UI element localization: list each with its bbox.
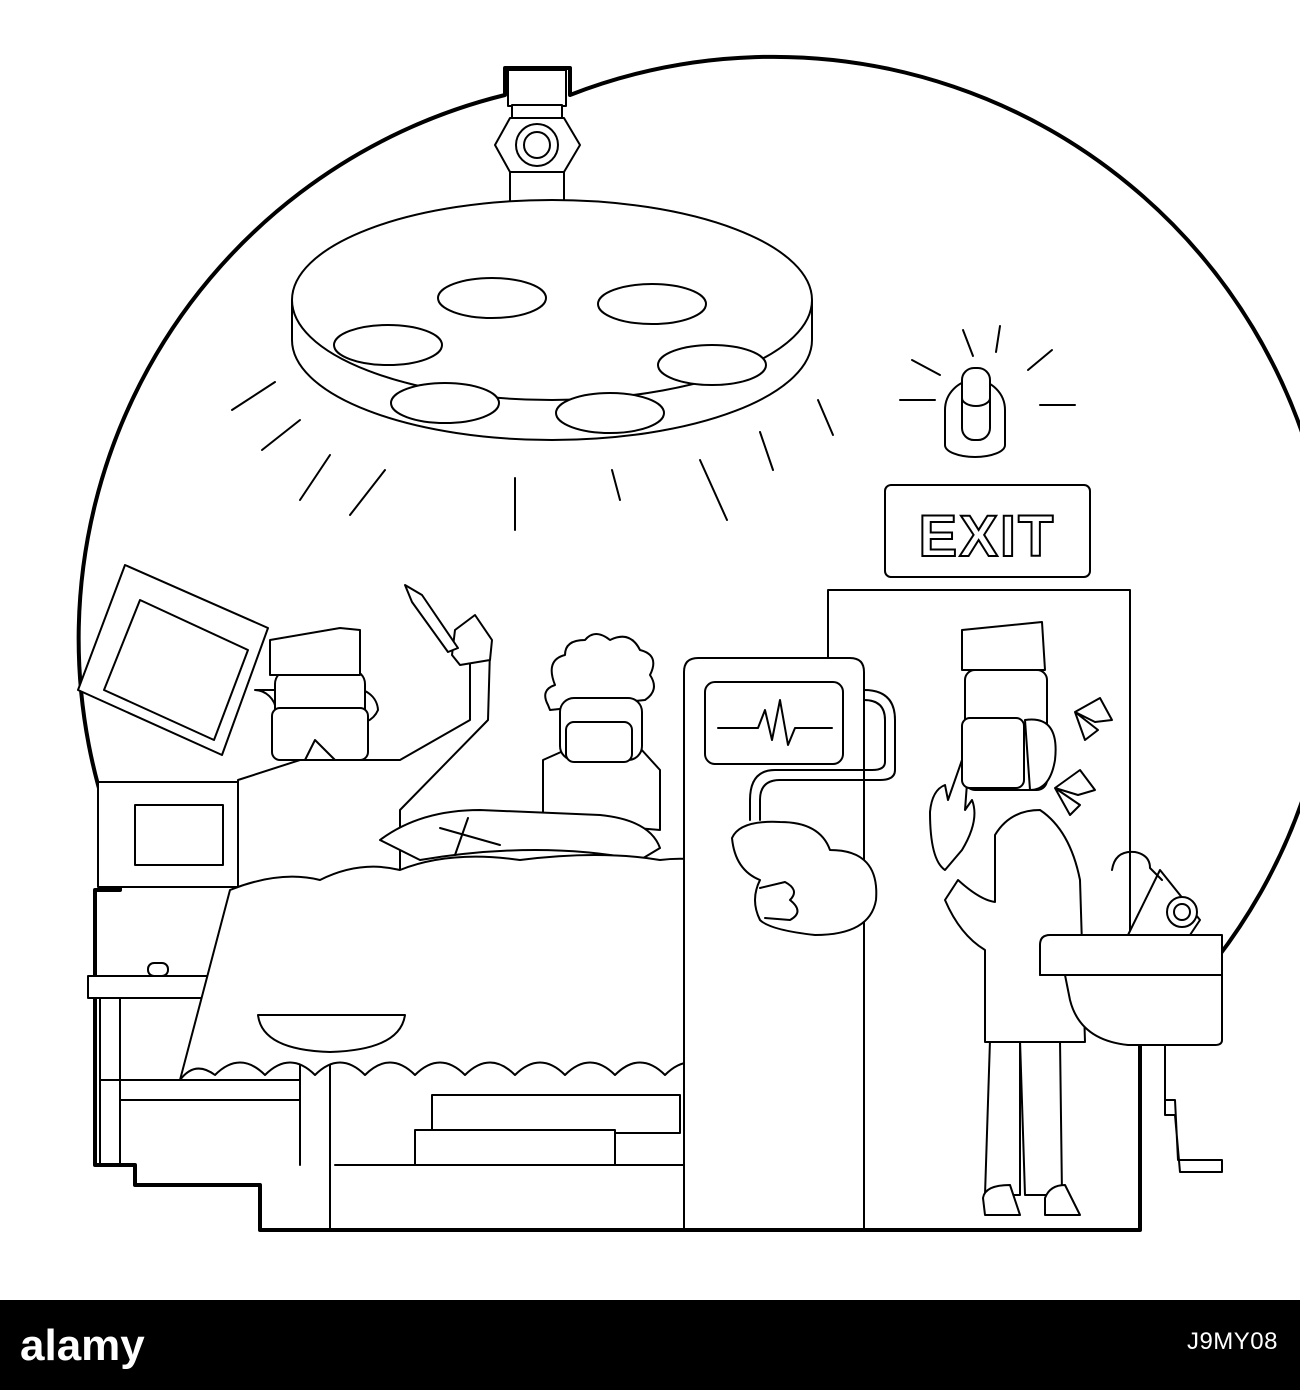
nurse-center-hair: [544, 633, 655, 711]
surgeon-right-cap: [961, 621, 1046, 671]
alarm-light-rays: [899, 325, 1076, 406]
surgeon-right-cap-tie: [1074, 697, 1113, 741]
surgeon-right-gown: [944, 809, 1086, 1043]
surgeon-right-hand: [929, 759, 976, 871]
exit-sign: EXIT: [884, 484, 1091, 578]
patient-body: [379, 809, 661, 861]
lamp-light-rays: [231, 381, 834, 531]
surgeon-left-hand: [451, 614, 493, 666]
operating-table-column: [431, 1094, 681, 1134]
surgeon-right-mask: [961, 717, 1025, 789]
exit-sign-frame: [884, 484, 1091, 578]
lamp-ceiling-mount: [507, 69, 567, 107]
ecg-machine: [683, 657, 896, 1229]
bowl-icon: [257, 1014, 406, 1053]
surgeon-left: [237, 584, 493, 896]
lamp-bulb-2: [597, 283, 707, 325]
watermark-bar: [0, 1300, 1300, 1390]
lamp-bulb-3: [333, 324, 443, 366]
instrument-bowl: [257, 1014, 406, 1053]
lamp-bulb-6: [555, 392, 665, 434]
lamp-bulb-4: [657, 344, 767, 386]
lamp-bulb-1: [437, 277, 547, 319]
operating-table-base: [414, 1129, 616, 1166]
heart-rate-icon: [717, 699, 833, 746]
image-id: J9MY08: [1186, 1328, 1278, 1355]
lamp-bulb-5: [390, 382, 500, 424]
lamp-joint-ring-inner: [523, 131, 551, 159]
wall-monitor-screen: [103, 599, 249, 741]
surgeon-right-mask-tie: [1054, 769, 1096, 816]
scalpel-icon: [404, 584, 459, 653]
surgeon-right-shoe-left: [982, 1184, 1021, 1216]
exit-sign-text: EXIT: [919, 504, 1056, 569]
alarm-light: [899, 325, 1076, 458]
ecg-hose: [759, 689, 896, 821]
monitor-cabinet-panel: [134, 804, 224, 866]
nurse-center-mask: [565, 721, 633, 763]
anesthesia-bag: [731, 820, 878, 936]
surgeon-left-cap: [269, 627, 361, 676]
alamy-logo: alamy: [20, 1322, 145, 1370]
sink-basin: [1039, 934, 1223, 1046]
operating-room-illustration: EXIT: [76, 54, 1300, 1232]
ecg-machine-body: [683, 657, 865, 1229]
surgeon-left-mask: [271, 707, 369, 761]
surgical-lamp: [231, 69, 834, 531]
alarm-light-bulb: [961, 367, 991, 441]
nurse-center: [542, 633, 661, 831]
surgeon-right: [929, 621, 1113, 1216]
scene-frame: [76, 54, 1300, 1232]
ecg-screen: [704, 681, 844, 765]
sink-pedal: [1164, 1044, 1223, 1173]
scrub-sink: [1039, 850, 1223, 1173]
alamy-logo-text: alamy: [20, 1322, 145, 1370]
surgeon-right-shoe-right: [1044, 1184, 1081, 1216]
wall-monitor: [77, 564, 269, 888]
